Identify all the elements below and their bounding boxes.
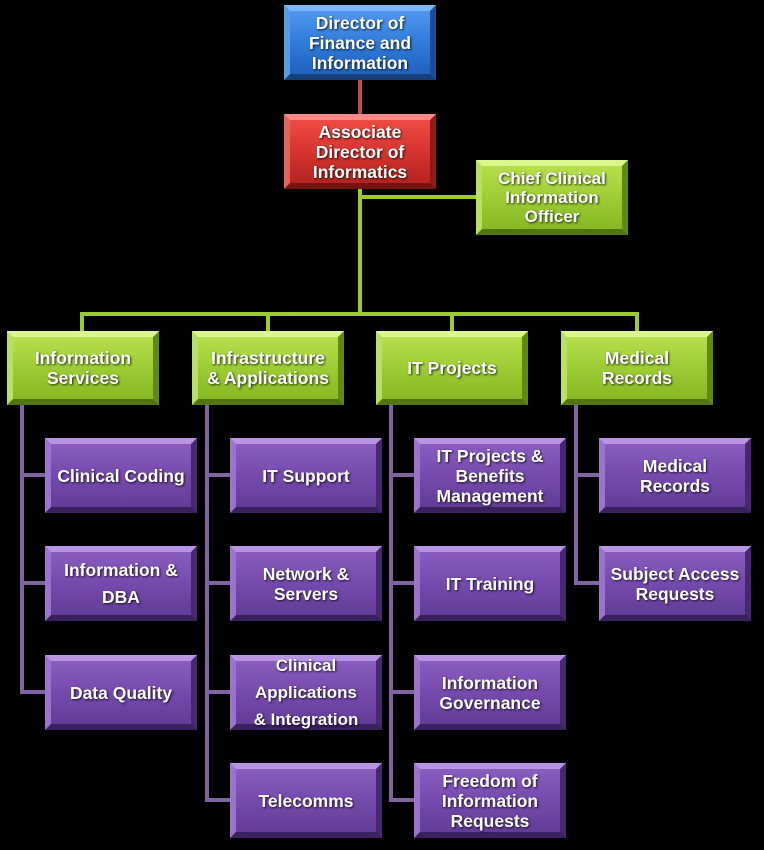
chief-clinical-information-officer-box: Chief Clinical Information Officer: [476, 160, 628, 235]
associate-director-informatics-box: Associate Director of Informatics: [284, 114, 436, 189]
unit-clinical-coding: Clinical Coding: [45, 438, 197, 513]
unit-information-dba: Information & DBA: [45, 546, 197, 621]
unit-it-support: IT Support: [230, 438, 382, 513]
unit-medical-records: Medical Records: [599, 438, 751, 513]
department-infrastructure-applications: Infrastructure & Applications: [192, 331, 344, 405]
unit-telecomms: Telecomms: [230, 763, 382, 838]
unit-data-quality: Data Quality: [45, 655, 197, 730]
department-it-projects: IT Projects: [376, 331, 528, 405]
unit-network-servers: Network & Servers: [230, 546, 382, 621]
department-medical-records: Medical Records: [561, 331, 713, 405]
unit-it-projects-benefits-management: IT Projects & Benefits Management: [414, 438, 566, 513]
unit-clinical-applications-integration: Clinical Applications & Integration: [230, 655, 382, 730]
unit-subject-access-requests: Subject Access Requests: [599, 546, 751, 621]
director-finance-information-box: Director of Finance and Information: [284, 5, 436, 80]
unit-information-governance: Information Governance: [414, 655, 566, 730]
department-information-services: Information Services: [7, 331, 159, 405]
unit-freedom-of-information-requests: Freedom of Information Requests: [414, 763, 566, 838]
unit-it-training: IT Training: [414, 546, 566, 621]
